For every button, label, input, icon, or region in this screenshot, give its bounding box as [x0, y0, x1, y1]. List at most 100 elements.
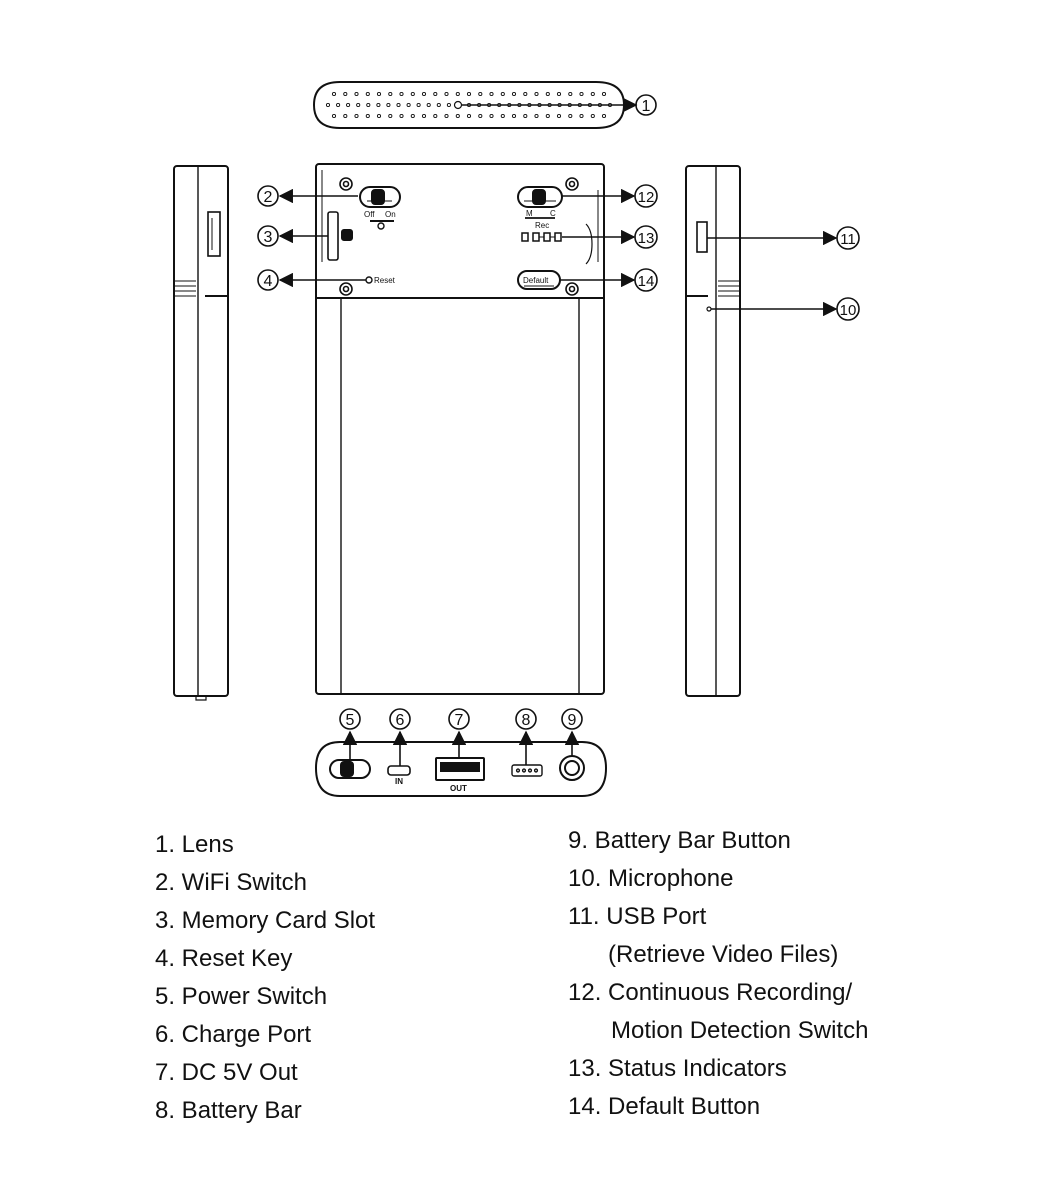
charge-port	[387, 765, 411, 776]
callout-2-text: 2	[264, 189, 273, 206]
callout-6-text: 6	[396, 712, 405, 729]
wifi-switch	[359, 186, 401, 208]
callout-5: 5	[339, 708, 361, 730]
grille-dot	[421, 91, 427, 97]
grille-dot	[399, 113, 404, 119]
legend-item-status-indicators: 13. Status Indicators	[568, 1055, 787, 1082]
callout-12: 12	[634, 184, 658, 208]
grille-dot	[388, 113, 393, 119]
callout-13-text: 13	[638, 230, 655, 247]
legend-item-microphone: 10. Microphone	[568, 865, 734, 892]
callout-11: 11	[836, 226, 860, 250]
callout-6: 6	[389, 708, 411, 730]
grille-dot	[426, 102, 431, 108]
callout-1-text: 1	[642, 98, 651, 115]
grille-dot	[376, 91, 382, 97]
grille-dot	[601, 91, 607, 97]
grille-dot	[444, 91, 449, 97]
grille-dot	[343, 113, 348, 119]
callout-3-text: 3	[264, 229, 273, 246]
legend-item-recording-switch: 12. Continuous Recording/	[568, 979, 853, 1006]
device-text: Off On M C Rec Reset Default IN OUT	[364, 209, 556, 793]
legend-item-power-switch: 5. Power Switch	[155, 983, 328, 1010]
callout-2: 2	[257, 185, 279, 207]
grille-dot	[466, 91, 472, 97]
grille-dot	[478, 91, 483, 97]
grille-dot	[523, 113, 528, 119]
callout-8-text: 8	[522, 712, 531, 729]
grille-dot	[436, 102, 441, 108]
legend-right: 9. Battery Bar Button 10. Microphone 11.…	[568, 822, 868, 1126]
legend-left: 1. Lens 2. WiFi Switch 3. Memory Card Sl…	[155, 826, 375, 1130]
grille-dot	[579, 113, 584, 119]
grille-dot	[433, 91, 438, 97]
callout-arrows	[278, 97, 838, 766]
grille-dot	[399, 91, 404, 97]
grille-dot	[590, 113, 595, 119]
mode-c-label: C	[550, 209, 556, 218]
grille-dot	[545, 91, 550, 97]
callout-7-text: 7	[455, 712, 464, 729]
power-switch	[329, 759, 371, 779]
lens	[453, 100, 463, 110]
port-in-label: IN	[395, 777, 403, 786]
callout-5-text: 5	[346, 712, 355, 729]
grille-dot	[336, 102, 341, 108]
memory-card-slot	[327, 211, 339, 261]
grille-dot	[446, 102, 451, 108]
mode-switch	[517, 186, 563, 208]
callout-14: 14	[634, 268, 658, 292]
legend-item-memory-card-slot: 3. Memory Card Slot	[155, 907, 376, 934]
callout-markers: 1 2 3 4 5 6 7 8 9 10 11 12 13 14	[257, 94, 860, 730]
status-indicators	[521, 232, 562, 242]
grille-dot	[354, 113, 359, 119]
reset-label: Reset	[374, 276, 396, 285]
grille-dot	[534, 113, 539, 119]
battery-bar-button	[559, 755, 585, 781]
grille-dot	[568, 113, 573, 119]
grille-dot	[511, 113, 517, 119]
right-side-view	[685, 165, 741, 697]
callout-4: 4	[257, 269, 279, 291]
grille-dot	[590, 91, 595, 97]
grille-dot	[388, 91, 393, 97]
legend-item-dc-out: 7. DC 5V Out	[155, 1059, 298, 1086]
grille-dot	[556, 113, 562, 119]
grille-dot	[406, 102, 411, 108]
grille-dot	[489, 113, 494, 119]
grille-dot	[356, 102, 361, 108]
reset-hole	[365, 276, 373, 284]
front-view	[315, 163, 605, 695]
grille-dot	[478, 113, 483, 119]
callout-10-text: 10	[840, 302, 857, 319]
callout-7: 7	[448, 708, 470, 730]
callout-14-text: 14	[638, 273, 655, 290]
battery-bar	[511, 764, 543, 777]
callout-12-text: 12	[638, 189, 655, 206]
legend-item-usb-port: 11. USB Port	[568, 903, 707, 930]
grille-dot	[545, 113, 550, 119]
grille-dot	[325, 102, 331, 108]
callout-4-text: 4	[264, 273, 273, 290]
grille-dot	[568, 91, 573, 97]
grille-dot	[511, 91, 517, 97]
callout-3: 3	[257, 225, 279, 247]
grille-dot	[601, 113, 607, 119]
memory-card-slot-side	[207, 211, 221, 257]
mode-m-label: M	[526, 209, 533, 218]
grille-dot	[396, 102, 401, 108]
default-label: Default	[523, 276, 549, 285]
grille-dot	[416, 102, 421, 108]
grille-dot	[556, 91, 562, 97]
grille-dot	[534, 91, 539, 97]
grille-dot	[489, 91, 494, 97]
legend-item-wifi-switch: 2. WiFi Switch	[155, 869, 308, 896]
grille-dot	[376, 102, 381, 108]
callout-9-text: 9	[568, 712, 577, 729]
grille-dot	[433, 113, 438, 119]
grille-dot	[366, 102, 371, 108]
device-diagram: Off On M C Rec Reset Default IN OUT	[173, 81, 860, 797]
grille-dot	[354, 91, 359, 97]
legend-item-battery-bar: 8. Battery Bar	[155, 1097, 302, 1124]
grille-dot	[455, 91, 460, 97]
